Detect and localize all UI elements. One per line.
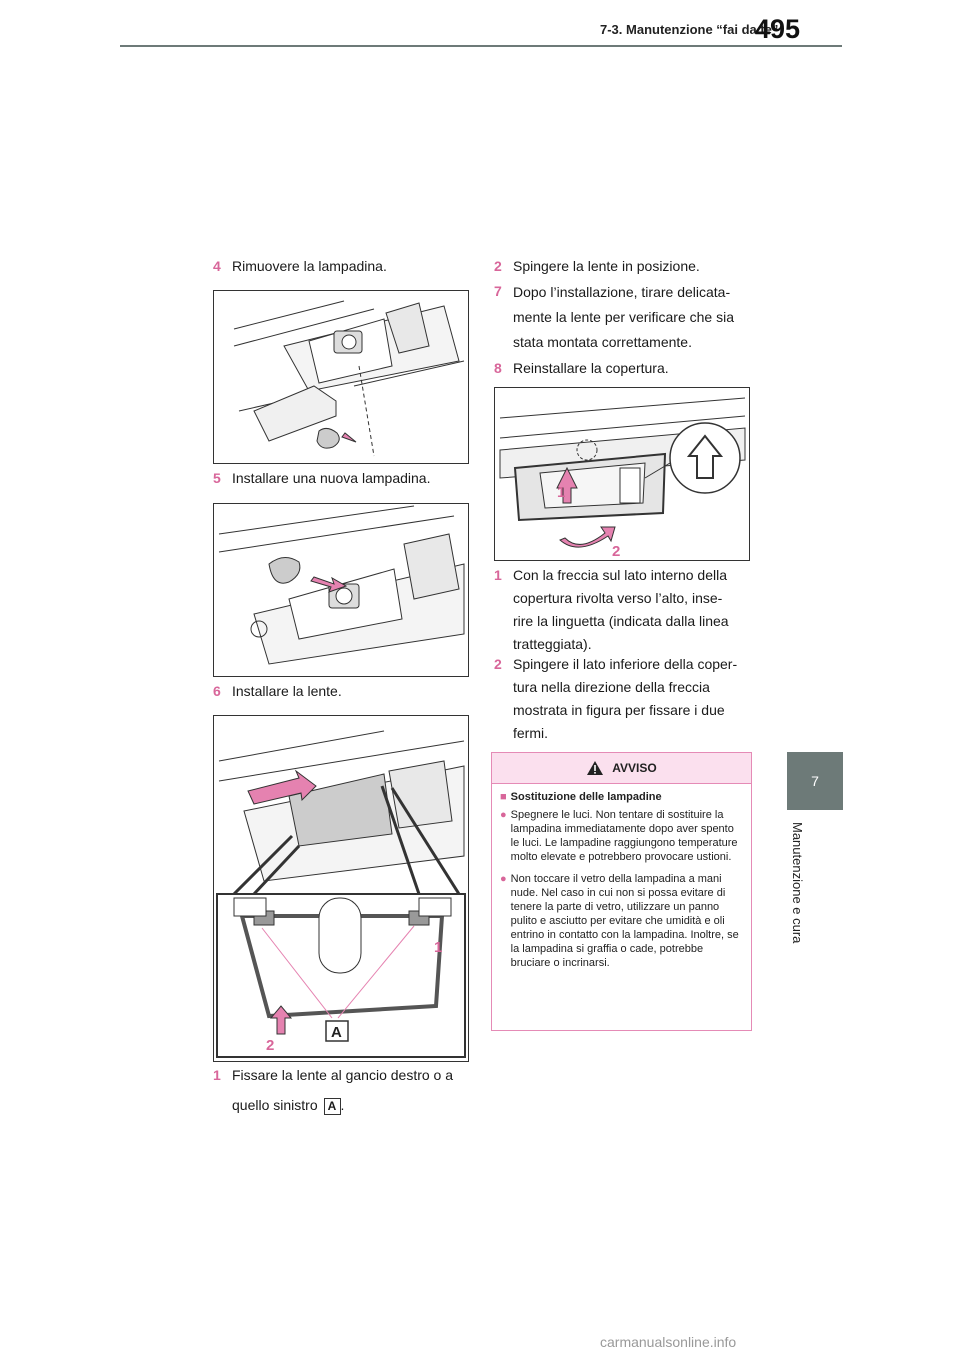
step-number: 2 bbox=[494, 258, 502, 274]
step-text-line: tura nella direzione della freccia bbox=[513, 679, 710, 695]
warning-item: ●Non toccare il vetro della lampadina a … bbox=[500, 873, 739, 969]
step-text: Spingere la lente in posizione. bbox=[513, 258, 700, 274]
step-text: Reinstallare la copertura. bbox=[513, 360, 669, 376]
step-text: Rimuovere la lampadina. bbox=[232, 258, 387, 274]
step-6: 6 Installare la lente. bbox=[213, 680, 342, 702]
step-text-line: fermi. bbox=[513, 725, 548, 741]
step-text-line: Con la freccia sul lato interno della bbox=[513, 567, 728, 583]
figure-remove-bulb bbox=[213, 290, 469, 464]
step-number: 1 bbox=[494, 567, 502, 583]
step-number: 1 bbox=[213, 1067, 221, 1083]
callout-1: 1 bbox=[557, 484, 565, 501]
bullet-icon: ● bbox=[500, 809, 507, 821]
warning-title: AVVISO bbox=[612, 761, 657, 775]
callout-a: A bbox=[331, 1024, 342, 1041]
step-number: 4 bbox=[213, 258, 221, 274]
warning-box: AVVISO ■Sostituzione delle lampadine ●Sp… bbox=[491, 752, 752, 1031]
step-text-line: copertura rivolta verso l’alto, inse- bbox=[513, 590, 723, 606]
callout-1: 1 bbox=[434, 939, 442, 956]
chapter-tab[interactable]: 7 bbox=[787, 752, 843, 810]
step-number: 2 bbox=[494, 656, 502, 672]
step-text-line: Dopo l’installazione, tirare delicata- bbox=[513, 284, 731, 300]
warning-section-title: ■Sostituzione delle lampadine bbox=[500, 791, 662, 803]
page-number: 495 bbox=[755, 14, 801, 44]
step-5: 5 Installare una nuova lampadina. bbox=[213, 467, 430, 489]
step-text-line: mente la lente per verificare che sia bbox=[513, 309, 734, 325]
figure-install-lens: 1 2 A bbox=[213, 715, 469, 1062]
warning-icon bbox=[587, 761, 604, 775]
figure-install-bulb bbox=[213, 503, 469, 677]
cover-substep-2: 2 Spingere il lato inferiore della coper-… bbox=[494, 653, 737, 745]
step-number: 7 bbox=[494, 283, 502, 299]
cover-substep-1: 1 Con la freccia sul lato interno della co… bbox=[494, 564, 729, 656]
substep-1-attach-line2: quello sinistro A. bbox=[232, 1094, 344, 1116]
step-suffix: . bbox=[340, 1097, 345, 1113]
step-number: 6 bbox=[213, 683, 221, 699]
chapter-number: 7 bbox=[811, 773, 819, 789]
substep-2-push: 2 Spingere la lente in posizione. bbox=[494, 255, 700, 277]
substep-1-attach: 1 Fissare la lente al gancio destro o a bbox=[213, 1064, 453, 1086]
chapter-title: Manutenzione e cura bbox=[790, 822, 805, 944]
step-text: Installare una nuova lampadina. bbox=[232, 470, 431, 486]
step-text-line: rire la linguetta (indicata dalla linea bbox=[513, 613, 729, 629]
callout-2: 2 bbox=[266, 1037, 274, 1054]
warning-item: ●Spegnere le luci. Non tentare di sostit… bbox=[500, 809, 738, 863]
step-8: 8 Reinstallare la copertura. bbox=[494, 357, 669, 379]
step-7: 7 Dopo l’installazione, tirare delicata-m… bbox=[494, 280, 734, 355]
figure-reinstall-cover: 1 2 bbox=[494, 387, 750, 561]
step-number: 5 bbox=[213, 470, 221, 486]
callout-2: 2 bbox=[612, 543, 620, 560]
warning-header: AVVISO bbox=[492, 753, 751, 784]
section-title: 7-3. Manutenzione “fai da te” bbox=[600, 22, 779, 37]
watermark: carmanualsonline.info bbox=[600, 1334, 737, 1350]
step-text: Installare la lente. bbox=[232, 683, 342, 699]
label-a-badge: A bbox=[323, 1097, 341, 1115]
step-4: 4 Rimuovere la lampadina. bbox=[213, 255, 387, 277]
step-text-line: Spingere il lato inferiore della coper- bbox=[513, 656, 738, 672]
square-bullet-icon: ■ bbox=[500, 791, 507, 803]
bullet-icon: ● bbox=[500, 873, 507, 885]
header-divider bbox=[120, 45, 842, 47]
step-number: 8 bbox=[494, 360, 502, 376]
step-text-line: mostrata in figura per fissare i due bbox=[513, 702, 725, 718]
step-text: quello sinistro bbox=[232, 1097, 318, 1113]
step-text-line: tratteggiata). bbox=[513, 636, 592, 652]
step-text: Fissare la lente al gancio destro o a bbox=[232, 1067, 454, 1083]
step-text-line: stata montata correttamente. bbox=[513, 334, 692, 350]
